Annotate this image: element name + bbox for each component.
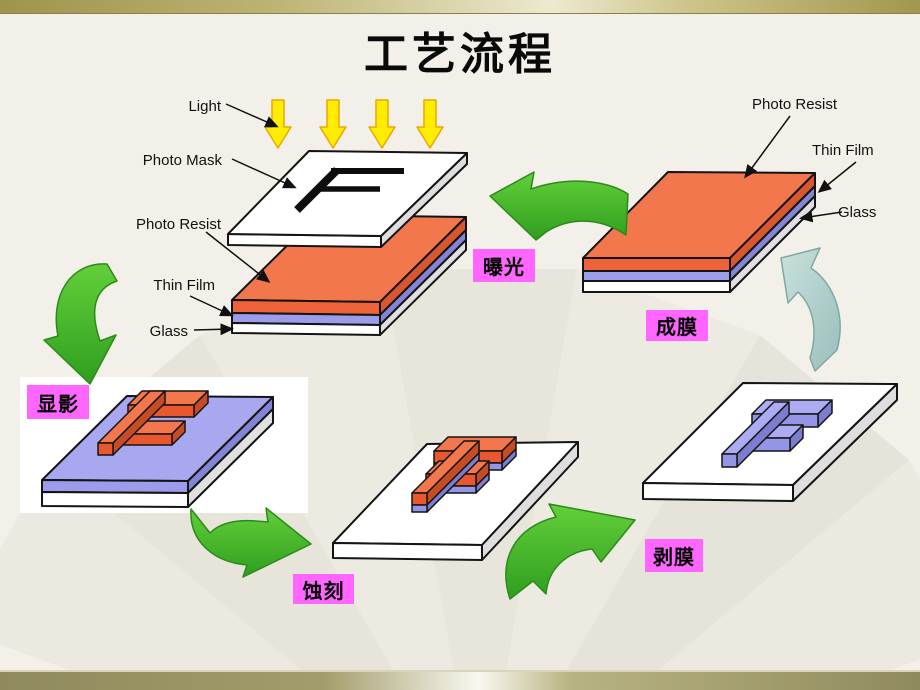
fan-wedge [634,460,920,690]
film-formation-stack [582,171,816,293]
resist-layer-front [582,257,731,272]
light-arrow-icon [416,99,444,149]
label-photo-resist: Photo Resist [135,216,221,233]
photo-mask-pointer-line [231,158,297,189]
label-glass-right: Glass [838,204,877,221]
glass-front [41,491,189,508]
thin-film-pointer-line-right [817,161,857,193]
light-pointer-line [225,103,279,128]
film-layer-front [582,270,731,282]
light-arrow-icon [368,99,396,149]
return-arrow-icon [780,247,841,372]
label-thin-film: Thin Film [153,277,215,294]
exposure-resist-stack [231,214,467,336]
label-thin-film-right: Thin Film [812,142,874,159]
label-light: Light [188,98,221,115]
glass-layer-front [231,322,381,336]
glass-front [332,542,483,561]
flow-arrow-stripping-icon [505,503,636,600]
light-arrow-icon [264,99,292,149]
mask-pattern-f [294,167,404,213]
etching-pattern-f [411,436,517,513]
page-title: 工艺流程 [364,30,556,79]
slide-bottom-border [0,670,920,690]
glass-pointer-line-right [799,210,843,223]
photo-mask-plate [227,150,468,248]
label-photo-mask: Photo Mask [142,152,222,169]
flow-arrow-etching-icon [190,507,312,578]
film-front [41,479,189,494]
badge-exposure: 曝光 [473,249,535,282]
label-glass: Glass [149,323,188,340]
leader-lines [189,103,857,336]
badge-film-formation: 成膜 [646,310,708,341]
photo-resist-pointer-line-right [744,115,791,179]
light-arrow-icon [319,99,347,149]
flow-arrow-development-icon [43,263,118,385]
development-pattern-f [97,390,209,456]
fan-wedge [0,460,326,690]
badge-development: 显影 [27,385,89,419]
badge-stripping: 剥膜 [645,539,703,572]
flow-arrow-exposure-icon [489,171,629,241]
glass-front [642,482,794,502]
glass-pointer-line [193,323,234,336]
fan-wedge [502,269,760,690]
fan-wedge [200,269,458,690]
badge-etching: 蚀刻 [293,574,354,604]
photo-resist-pointer-line [205,231,271,283]
label-photo-resist-right: Photo Resist [752,96,838,113]
slide-top-border [0,0,920,14]
stripping-pattern-f [721,399,833,468]
glass-layer-front [582,280,731,293]
thin-film-pointer-line [189,295,234,317]
light-arrows [264,99,444,149]
